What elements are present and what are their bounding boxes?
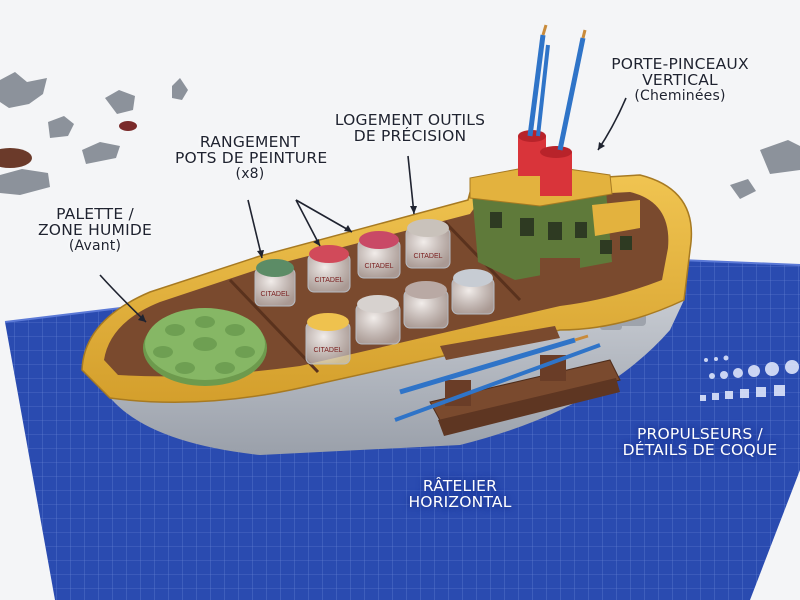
callout-paint-storage-line1: RANGEMENT [199,133,301,151]
callout-precision-tools-line1: LOGEMENT OUTILS [334,111,486,129]
callout-vertical-brush-holder: PORTE-PINCEAUX VERTICAL (Cheminées) [600,56,760,103]
horizontal-brushes [394,334,601,422]
callout-vertical-brush-holder-line1: PORTE-PINCEAUX [611,55,749,73]
paint-pot: CITADEL [405,219,451,269]
arrow-heads [138,142,605,322]
miniature-base [0,148,32,168]
background-miniatures [0,72,800,199]
callout-vertical-brush-holder-line3: (Cheminées) [634,87,726,104]
callout-paint-storage-line2: POTS DE PEINTURE [175,149,328,168]
paint-pot: CITADEL [305,313,351,365]
arrow-paint-3 [295,199,353,233]
paint-pot [451,269,495,315]
paint-pot: CITADEL [254,259,296,307]
arrow-paint-1 [247,199,263,259]
arrow-paint-2 [295,199,321,247]
paint-pot [403,281,449,329]
callout-vertical-brush-holder-line2: VERTICAL [642,71,718,90]
paint-pot [355,295,401,345]
callout-paint-storage-line3: (x8) [235,165,265,182]
svg-text:CITADEL: CITADEL [364,263,393,270]
callout-horizontal-rack-line1: RÂTELIER [422,477,498,495]
callout-thrusters-line2: DÉTAILS DE COQUE [622,441,778,460]
callout-palette-line3: (Avant) [68,237,122,254]
vertical-brushes [527,24,587,151]
callout-precision-tools: LOGEMENT OUTILS DE PRÉCISION [325,112,495,145]
callout-palette: PALETTE / ZONE HUMIDE (Avant) [30,206,160,253]
callout-thrusters: PROPULSEURS / DÉTAILS DE COQUE [615,426,785,459]
arrow-tools [407,155,415,215]
paint-pots: CITADEL CITADEL CITADEL CITADEL [254,219,495,365]
svg-text:CITADEL: CITADEL [413,253,442,260]
svg-text:CITADEL: CITADEL [260,291,289,298]
paint-pot: CITADEL [307,245,351,293]
callout-palette-line1: PALETTE / [56,205,134,223]
callout-thrusters-line1: PROPULSEURS / [637,425,763,443]
callout-horizontal-rack: RÂTELIER HORIZONTAL [395,478,525,511]
horizontal-rack [429,326,621,436]
wet-palette [143,308,267,386]
chimney-brush-holder [518,130,572,196]
svg-text:CITADEL: CITADEL [314,277,343,284]
callout-palette-line2: ZONE HUMIDE [37,221,152,240]
callout-horizontal-rack-line2: HORIZONTAL [408,493,512,512]
callout-paint-storage: RANGEMENT POTS DE PEINTURE (x8) [175,133,328,182]
svg-text:CITADEL: CITADEL [313,347,342,354]
paint-pot: CITADEL [357,231,401,279]
callout-precision-tools-line2: DE PRÉCISION [353,127,467,146]
miniature-base [119,121,137,131]
